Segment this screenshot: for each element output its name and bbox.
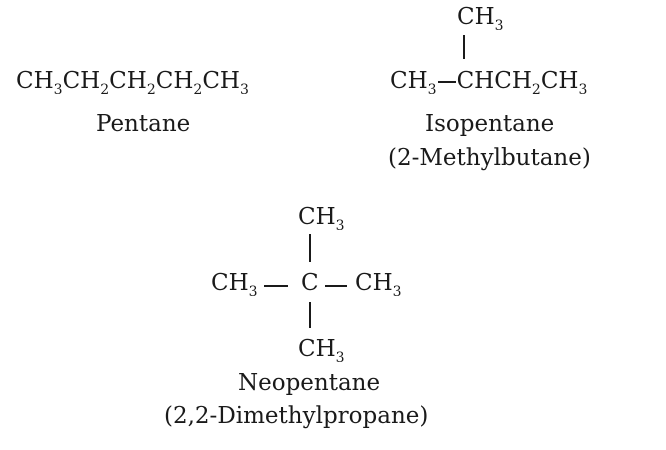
- neopentane-right: CH3: [355, 270, 402, 300]
- formula-text: CH: [62, 68, 101, 94]
- formula-text: CH: [355, 270, 393, 296]
- neopentane-left: CH3: [211, 270, 258, 300]
- formula-subscript: 3: [239, 82, 249, 98]
- isopentane-branch: CH3: [457, 4, 504, 34]
- formula-text: CH: [16, 68, 54, 94]
- neopentane-left-bond: [264, 285, 288, 287]
- formula-text: CH: [298, 204, 336, 230]
- formula-subscript: 2: [193, 82, 203, 98]
- formula-text: CH: [211, 270, 249, 296]
- isopentane-iupac-name: (2-Methylbutane): [388, 145, 591, 171]
- neopentane-bottom-bond: [309, 302, 311, 328]
- formula-subscript: 3: [335, 350, 345, 366]
- formula-subscript: 3: [392, 284, 402, 300]
- formula-text: CH: [202, 68, 240, 94]
- neopentane-top: CH3: [298, 204, 345, 234]
- neopentane-right-bond: [325, 285, 347, 287]
- pentane-name: Pentane: [96, 111, 191, 137]
- formula-subscript: 3: [494, 18, 504, 34]
- formula-subscript: 3: [427, 82, 437, 98]
- formula-text: CH: [390, 68, 428, 94]
- neopentane-bottom: CH3: [298, 336, 345, 366]
- formula-subscript: 3: [335, 218, 345, 234]
- neopentane-iupac-name: (2,2-Dimethylpropane): [164, 403, 429, 429]
- isopentane-name: Isopentane: [425, 111, 555, 137]
- isopentane-branch-bond: [463, 35, 465, 59]
- formula-text: CHCH: [456, 68, 532, 94]
- formula-subscript: 2: [100, 82, 110, 98]
- formula-text: CH: [540, 68, 579, 94]
- formula-subscript: 3: [578, 82, 588, 98]
- neopentane-top-bond: [309, 234, 311, 262]
- neopentane-center-carbon: C: [301, 270, 319, 296]
- chain-bond: [437, 81, 456, 83]
- neopentane-name: Neopentane: [238, 370, 381, 396]
- formula-text: CH: [457, 4, 495, 30]
- formula-subscript: 3: [248, 284, 258, 300]
- pentane-formula: CH3CH2CH2CH2CH3: [16, 68, 249, 98]
- formula-subscript: 2: [146, 82, 156, 98]
- formula-subscript: 2: [531, 82, 541, 98]
- formula-subscript: 3: [53, 82, 63, 98]
- formula-text: CH: [155, 68, 194, 94]
- formula-text: CH: [298, 336, 336, 362]
- formula-text: CH: [109, 68, 147, 94]
